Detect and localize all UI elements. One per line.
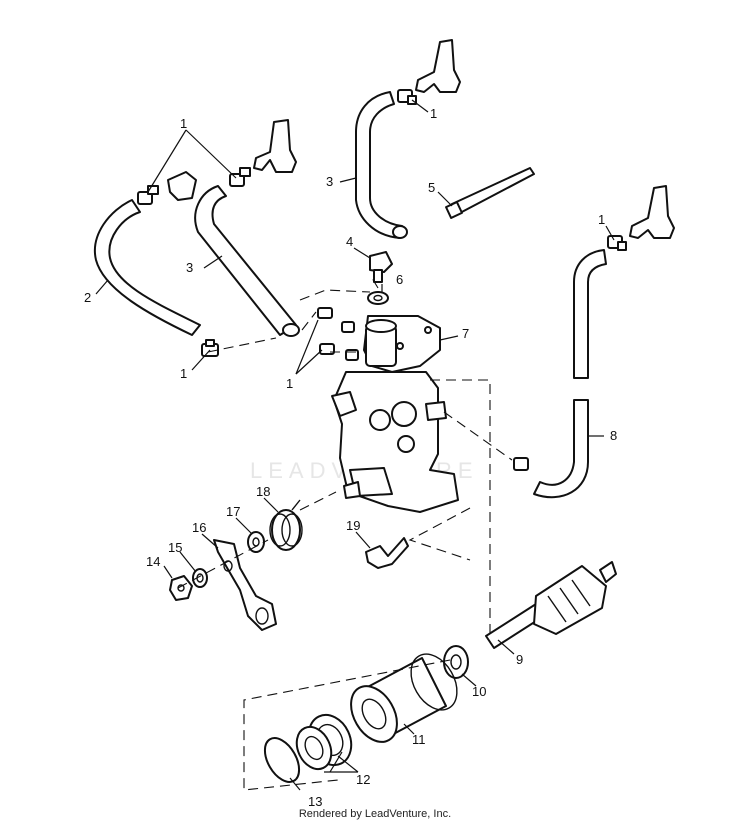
drive-shaft-9: [485, 561, 617, 649]
callout-1d: 1: [180, 366, 187, 381]
hose-8-upper: [573, 249, 607, 379]
return-spring-18: [269, 499, 303, 551]
hose-3-top: [355, 91, 408, 239]
hose-2: [93, 199, 201, 336]
hose-clamp-right-lower: [513, 457, 529, 471]
callout-1a: 1: [180, 116, 187, 131]
leader-lines: [95, 99, 615, 791]
fitting-elbow-left: [167, 171, 197, 201]
callout-3b: 3: [186, 260, 193, 275]
callout-2: 2: [84, 290, 91, 305]
hose-clamp-1b: [229, 167, 251, 187]
callouts: 1 1 1 1 1 2 3 3 4 5 6 7 8 9 10 11 12 13 …: [84, 106, 617, 809]
callout-1c: 1: [598, 212, 605, 227]
callout-1b: 1: [430, 106, 437, 121]
reference-lines: [177, 277, 513, 791]
callout-16: 16: [192, 520, 206, 535]
fitting-nipple-top: [415, 39, 461, 93]
hose-clamp-1c: [201, 339, 219, 357]
fitting-nipple-right: [629, 185, 675, 239]
callout-12: 12: [356, 772, 370, 787]
callout-3a: 3: [326, 174, 333, 189]
callout-11: 11: [412, 732, 426, 747]
fitting-nipple-left: [253, 119, 297, 173]
callout-7: 7: [462, 326, 469, 341]
hose-8-lower: [533, 399, 589, 499]
control-lever-16: [213, 539, 277, 631]
callout-18: 18: [256, 484, 270, 499]
callout-6: 6: [396, 272, 403, 287]
callout-9: 9: [516, 652, 523, 667]
callout-17: 17: [226, 504, 240, 519]
hose-clamp-1d: [397, 89, 417, 105]
callout-10: 10: [472, 684, 486, 699]
callout-19: 19: [346, 518, 360, 533]
hose-3-left: [194, 185, 300, 337]
callout-14: 14: [146, 554, 160, 569]
oil-pump-7: [331, 315, 459, 513]
banjo-fittings: [317, 307, 359, 361]
bushing-11: [350, 653, 458, 743]
callout-15: 15: [168, 540, 182, 555]
callout-4: 4: [346, 234, 353, 249]
callout-8: 8: [610, 428, 617, 443]
bolt-19: [365, 537, 409, 569]
oil-seal-12: [295, 713, 353, 771]
callout-5: 5: [428, 180, 435, 195]
hose-clamp-1a: [137, 185, 159, 205]
washer-10: [443, 645, 469, 679]
footer-credit: Rendered by LeadVenture, Inc.: [298, 808, 452, 820]
hose-clamp-1e: [607, 235, 627, 251]
callout-1e: 1: [286, 376, 293, 391]
cable-tie-5: [445, 167, 535, 219]
washer-6: [367, 291, 389, 305]
callout-13: 13: [308, 794, 322, 809]
nut-14: [169, 575, 193, 601]
bleed-screw-4: [369, 251, 393, 283]
o-ring-13: [263, 737, 301, 783]
